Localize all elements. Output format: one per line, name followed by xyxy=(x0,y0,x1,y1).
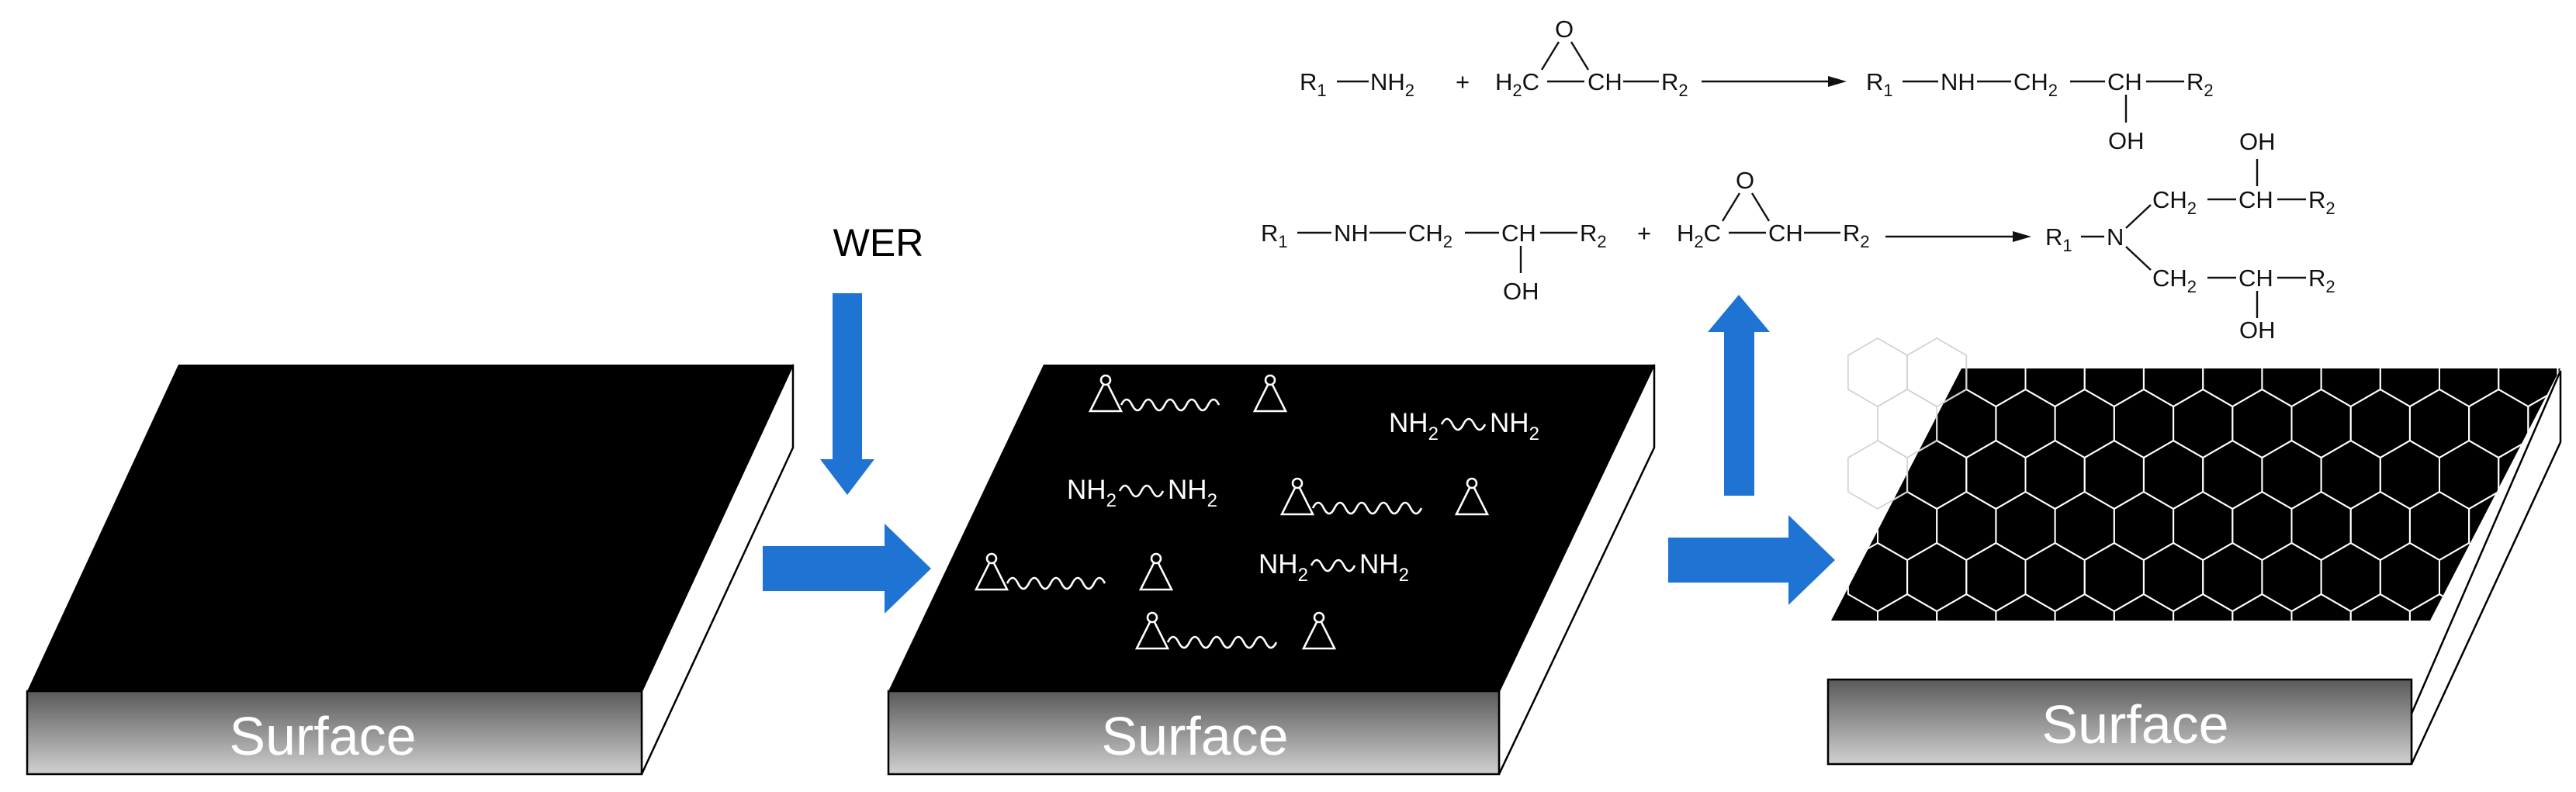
svg-text:CH: CH xyxy=(2238,265,2273,292)
svg-text:OH: OH xyxy=(2239,128,2276,155)
coated-surface-slab: Surface NH2 NH2 NH2 xyxy=(887,364,1656,776)
svg-text:R2: R2 xyxy=(1661,68,1688,100)
process-arrow-right xyxy=(763,524,931,614)
svg-text:NH: NH xyxy=(1941,68,1975,95)
network-hexagon xyxy=(2054,593,2115,621)
svg-text:R1: R1 xyxy=(2045,223,2072,255)
svg-text:NH2: NH2 xyxy=(1067,475,1117,511)
epoxy-molecule xyxy=(974,552,1174,591)
network-hexagon xyxy=(1847,440,1908,510)
network-grid-overflow xyxy=(1847,337,1968,510)
svg-text:CH: CH xyxy=(1768,220,1803,247)
reaction-equation-2: R1 NH CH2 CH OH R2 + O H2C CH R2 R1 N CH… xyxy=(1261,128,2335,344)
network-hexagon xyxy=(2173,593,2234,621)
svg-text:CH: CH xyxy=(1501,220,1536,247)
network-hexagon xyxy=(1995,593,2056,621)
slab-top-face xyxy=(27,365,793,691)
epoxy-molecule xyxy=(1134,611,1337,650)
network-hexagon xyxy=(2557,645,2576,714)
svg-text:O: O xyxy=(1555,16,1574,43)
process-arrow-right xyxy=(1668,515,1835,605)
svg-text:N: N xyxy=(2107,223,2124,251)
wer-label: WER xyxy=(833,221,924,265)
svg-text:CH2: CH2 xyxy=(2013,68,2058,100)
network-hexagon xyxy=(2557,439,2560,510)
amine-molecule: NH2 NH2 xyxy=(1067,475,1217,511)
network-hexagon xyxy=(1847,368,1909,408)
svg-text:CH2: CH2 xyxy=(2152,265,2197,296)
svg-text:R1: R1 xyxy=(1866,68,1893,100)
svg-text:NH2: NH2 xyxy=(1490,408,1539,444)
amine-molecule: NH2 NH2 xyxy=(1389,408,1539,444)
slab-top-face xyxy=(888,365,1654,691)
network-hexagon xyxy=(1877,593,1938,621)
svg-text:OH: OH xyxy=(2239,316,2276,344)
slab-front-face xyxy=(887,690,1501,776)
reaction-equation-1: R1 NH2 + O H2C CH R2 R1 NH CH2 CH OH R2 xyxy=(1300,16,2214,154)
network-hexagon xyxy=(1847,337,1908,407)
network-hexagon xyxy=(2113,593,2175,621)
svg-text:CH: CH xyxy=(1587,68,1622,95)
svg-text:NH2: NH2 xyxy=(1389,408,1439,444)
svg-text:CH: CH xyxy=(2107,68,2142,95)
svg-text:OH: OH xyxy=(1503,278,1539,305)
svg-text:+: + xyxy=(1456,68,1470,95)
slab-front-face xyxy=(1826,678,2413,766)
network-hexagon xyxy=(2527,490,2560,562)
network-hexagon xyxy=(2528,697,2576,765)
svg-text:H2C: H2C xyxy=(1495,68,1539,100)
svg-text:R2: R2 xyxy=(1843,220,1870,251)
slab-top-face xyxy=(1831,368,2560,621)
epoxy-molecule xyxy=(1088,374,1288,413)
cured-network-slab: Surface xyxy=(1826,337,2576,766)
svg-text:NH2: NH2 xyxy=(1168,475,1217,511)
svg-text:R2: R2 xyxy=(2186,68,2214,100)
network-hexagon xyxy=(1936,593,1997,621)
surface-label: Surface xyxy=(2041,694,2228,755)
svg-text:+: + xyxy=(1637,220,1651,247)
network-hexagon xyxy=(2290,593,2352,621)
svg-text:R1: R1 xyxy=(1300,68,1327,100)
network-hexagon xyxy=(2469,697,2528,765)
svg-text:R1: R1 xyxy=(1261,220,1288,251)
reagent-arrow-down xyxy=(820,293,874,495)
svg-text:CH2: CH2 xyxy=(1408,220,1452,251)
svg-text:NH2: NH2 xyxy=(1359,549,1409,586)
amine-molecule: NH2 NH2 xyxy=(1259,549,1409,586)
svg-text:NH2: NH2 xyxy=(1370,68,1414,100)
surface-label: Surface xyxy=(229,706,416,766)
network-hexagon xyxy=(2349,593,2411,621)
svg-text:NH: NH xyxy=(1334,220,1369,247)
network-hexagon xyxy=(2527,593,2560,621)
svg-text:R2: R2 xyxy=(2308,265,2335,296)
surface-label: Surface xyxy=(1101,706,1288,766)
bare-surface-slab: Surface xyxy=(26,364,795,776)
network-hexagon xyxy=(2408,593,2470,621)
network-hexagon xyxy=(2557,541,2560,613)
svg-text:R2: R2 xyxy=(2308,186,2335,218)
epoxy-molecule xyxy=(1279,477,1490,516)
svg-text:CH2: CH2 xyxy=(2152,186,2197,218)
svg-text:O: O xyxy=(1736,167,1754,194)
reaction-arrow-up xyxy=(1708,295,1770,496)
network-hexagon xyxy=(2231,593,2293,621)
svg-text:H2C: H2C xyxy=(1677,220,1721,251)
svg-text:OH: OH xyxy=(2108,127,2145,154)
network-hexagon xyxy=(2498,645,2557,714)
svg-text:CH: CH xyxy=(2238,186,2273,213)
svg-text:NH2: NH2 xyxy=(1259,549,1308,586)
svg-text:R2: R2 xyxy=(1580,220,1607,251)
slab-front-face xyxy=(26,690,643,776)
